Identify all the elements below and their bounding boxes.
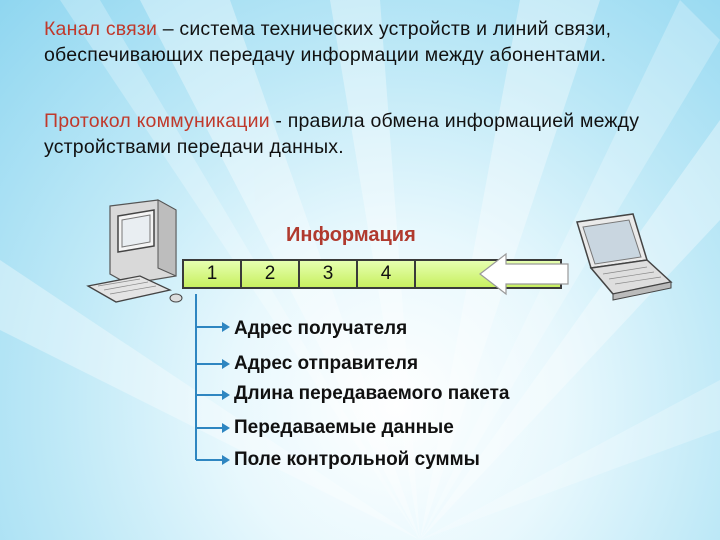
desktop-computer-icon bbox=[86, 199, 183, 303]
definition-protocol: Протокол коммуникации - правила обмена и… bbox=[44, 108, 694, 160]
laptop-icon bbox=[576, 213, 673, 301]
field-packet-length: Длина передаваемого пакета bbox=[234, 383, 510, 404]
left-arrow-icon bbox=[479, 252, 569, 296]
packet-segment: 4 bbox=[358, 261, 416, 287]
term-protocol: Протокол коммуникации bbox=[44, 110, 270, 132]
field-payload-data: Передаваемые данные bbox=[234, 417, 454, 438]
field-checksum: Поле контрольной суммы bbox=[234, 449, 480, 470]
packet-segment: 2 bbox=[242, 261, 300, 287]
field-connector-lines bbox=[195, 294, 230, 465]
information-label: Информация bbox=[286, 224, 416, 246]
definition-protocol-text: - правила обмена информацией между устро… bbox=[44, 110, 640, 158]
definition-channel: Канал связи – система технических устрой… bbox=[44, 16, 694, 68]
term-channel: Канал связи bbox=[44, 18, 158, 40]
field-sender-address: Адрес отправителя bbox=[234, 353, 419, 374]
field-recipient-address: Адрес получателя bbox=[234, 318, 408, 339]
packet-segment: 3 bbox=[300, 261, 358, 287]
definition-channel-text: – система технических устройств и линий … bbox=[44, 18, 612, 66]
packet-segment: 1 bbox=[184, 261, 242, 287]
